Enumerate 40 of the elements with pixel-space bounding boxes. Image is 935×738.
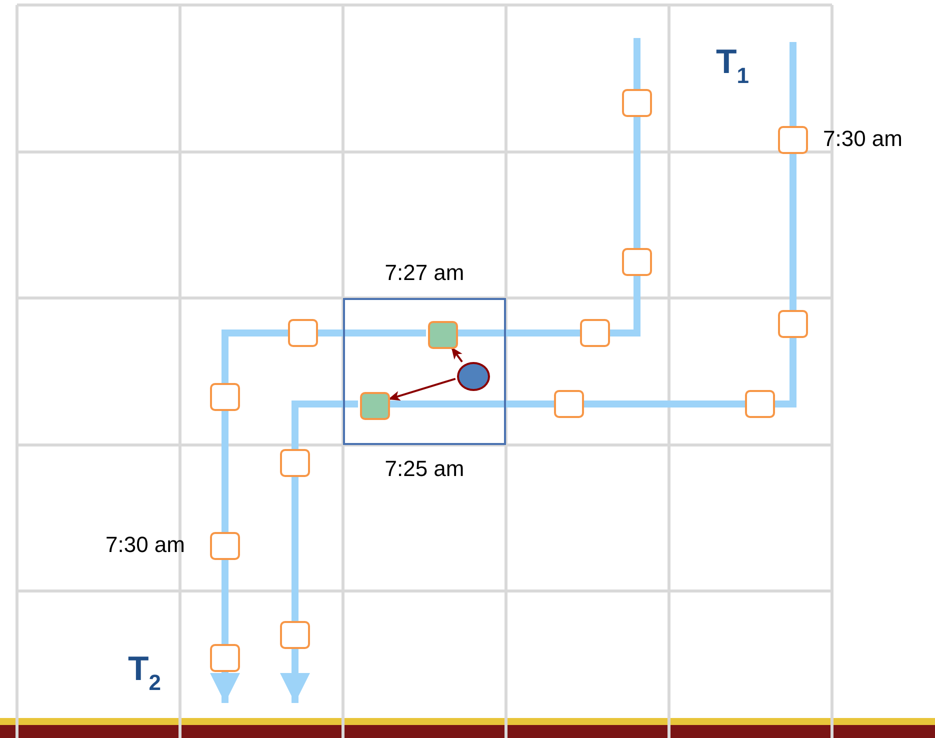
trajectory-line xyxy=(775,338,796,408)
sample-point xyxy=(210,383,240,411)
trajectory-line xyxy=(222,411,228,532)
sample-point xyxy=(554,390,584,418)
trajectory-line xyxy=(280,649,310,703)
trajectory-line xyxy=(634,117,640,248)
trajectory-line xyxy=(790,42,796,126)
time-label: 7:30 am xyxy=(106,534,185,556)
sample-point xyxy=(580,319,610,347)
trajectory-line xyxy=(222,330,288,383)
sample-point xyxy=(622,89,652,117)
trajectory-line xyxy=(210,672,240,703)
trajectory-label: T$_{2}$ xyxy=(128,652,162,694)
arrow xyxy=(450,346,463,362)
sample-point xyxy=(280,621,310,649)
matched-point xyxy=(428,321,458,349)
trajectory-line xyxy=(584,400,745,408)
trajectory-label: T$_{1}$ xyxy=(716,45,750,87)
sample-point xyxy=(280,449,310,477)
trajectory-line xyxy=(292,477,298,621)
trajectory-line xyxy=(634,38,640,89)
sample-point xyxy=(778,310,808,338)
sample-point xyxy=(778,126,808,154)
trajectory-line xyxy=(292,400,358,449)
trajectory-line xyxy=(790,154,796,310)
arrow xyxy=(388,378,456,401)
sample-point xyxy=(622,248,652,276)
matched-point xyxy=(360,392,390,420)
query-region xyxy=(343,298,506,445)
sample-point xyxy=(288,319,318,347)
query-point xyxy=(456,362,490,390)
time-label: 7:25 am xyxy=(384,458,464,480)
time-label: 7:27 am xyxy=(384,262,464,284)
trajectory-line xyxy=(318,330,426,336)
sample-point xyxy=(210,532,240,560)
sample-point xyxy=(210,644,240,672)
trajectory-line xyxy=(388,400,554,408)
sample-point xyxy=(745,390,775,418)
time-label: 7:30 am xyxy=(823,128,902,150)
trajectory-line xyxy=(456,330,580,336)
